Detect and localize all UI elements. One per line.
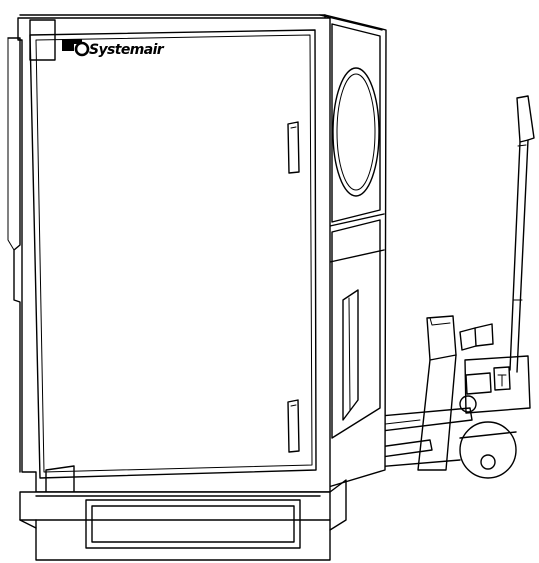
systemair-logo: Systemair	[62, 39, 165, 58]
pallet-jack-forks	[334, 407, 473, 437]
systemair-logo-mark	[62, 39, 90, 57]
door-handle-lower	[287, 399, 300, 453]
pallet-jack-pump	[464, 355, 531, 414]
pallet-jack-handle	[516, 95, 535, 143]
brand-name: Systemair	[89, 42, 165, 58]
pallet-jack-wheel-small	[459, 395, 477, 413]
unit-base-frame	[19, 479, 347, 561]
door-handle-upper	[287, 121, 300, 174]
fan-inlet-circle	[332, 67, 380, 197]
unit-front-door	[7, 17, 331, 495]
pallet-jack-wheel-rear	[459, 421, 517, 479]
